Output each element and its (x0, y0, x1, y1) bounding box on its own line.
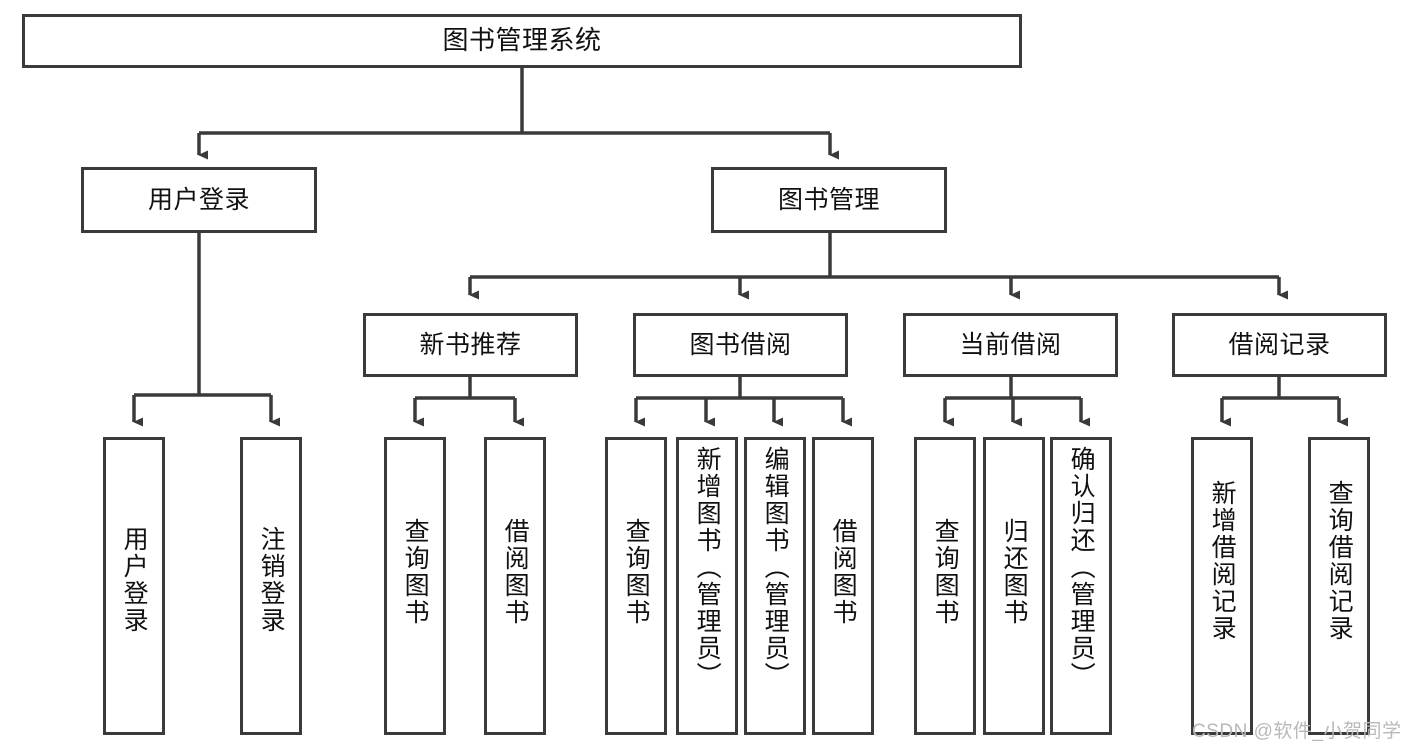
leaf-add-record[interactable]: 新增借阅记录 (1191, 437, 1253, 735)
node-label: 借阅图书 (829, 518, 858, 626)
node-root-system[interactable]: 图书管理系统 (22, 14, 1022, 68)
leaf-borrow-book-2[interactable]: 借阅图书 (812, 437, 874, 735)
leaf-confirm-return[interactable]: 确认归还（管理员） (1050, 437, 1112, 735)
node-label: 借阅图书 (501, 518, 530, 626)
node-label: 查询图书 (622, 518, 651, 626)
node-label: 确认归还（管理员） (1067, 446, 1096, 689)
node-label: 图书管理 (777, 186, 880, 214)
leaf-add-book[interactable]: 新增图书（管理员） (676, 437, 738, 735)
leaf-query-book-3[interactable]: 查询图书 (914, 437, 976, 735)
node-label: 图书借阅 (689, 331, 792, 359)
leaf-user-logout[interactable]: 注销登录 (240, 437, 302, 735)
node-label: 查询图书 (931, 518, 960, 626)
node-label: 用户登录 (147, 186, 250, 214)
node-book-borrow[interactable]: 图书借阅 (633, 313, 848, 377)
node-user-login[interactable]: 用户登录 (81, 167, 317, 233)
node-label: 图书管理系统 (442, 25, 602, 56)
node-label: 注销登录 (257, 526, 286, 634)
node-borrow-record[interactable]: 借阅记录 (1172, 313, 1387, 377)
node-label: 查询借阅记录 (1325, 480, 1354, 642)
leaf-return-book[interactable]: 归还图书 (983, 437, 1045, 735)
leaf-borrow-book-1[interactable]: 借阅图书 (484, 437, 546, 735)
node-label: 查询图书 (401, 518, 430, 626)
leaf-query-book-2[interactable]: 查询图书 (605, 437, 667, 735)
leaf-query-book-1[interactable]: 查询图书 (384, 437, 446, 735)
node-current-borrow[interactable]: 当前借阅 (903, 313, 1118, 377)
watermark-text: CSDN @软件_小贺同学 (1192, 721, 1402, 742)
node-book-manage[interactable]: 图书管理 (711, 167, 947, 233)
node-new-book-recommend[interactable]: 新书推荐 (363, 313, 578, 377)
leaf-edit-book[interactable]: 编辑图书（管理员） (744, 437, 806, 735)
node-label: 编辑图书（管理员） (761, 446, 790, 689)
node-label: 当前借阅 (959, 331, 1062, 359)
node-label: 借阅记录 (1228, 331, 1331, 359)
node-label: 新增图书（管理员） (693, 446, 722, 689)
node-label: 归还图书 (1000, 518, 1029, 626)
leaf-query-record[interactable]: 查询借阅记录 (1308, 437, 1370, 735)
node-label: 新增借阅记录 (1208, 480, 1237, 642)
node-label: 新书推荐 (419, 331, 522, 359)
leaf-user-login[interactable]: 用户登录 (103, 437, 165, 735)
node-label: 用户登录 (120, 526, 149, 634)
